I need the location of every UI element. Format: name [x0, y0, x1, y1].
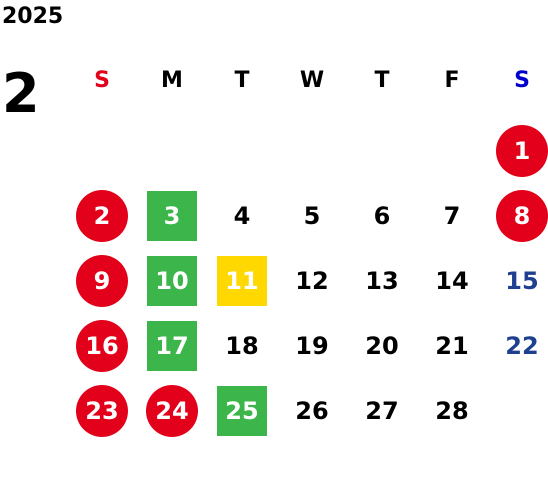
day-cell[interactable]: 17 [137, 313, 207, 378]
saturday-day-number: 22 [505, 331, 539, 360]
day-cell[interactable]: 10 [137, 248, 207, 313]
day-cell[interactable]: 13 [347, 248, 417, 313]
day-cell[interactable]: 6 [347, 183, 417, 248]
holiday-day-number: 9 [76, 254, 128, 307]
highlighted-day-number: 25 [217, 385, 267, 436]
day-cell[interactable]: 19 [277, 313, 347, 378]
day-cell[interactable]: 27 [347, 378, 417, 443]
highlighted-day-number: 10 [147, 255, 197, 306]
day-number: 6 [373, 201, 391, 230]
calendar-month: 2 [2, 62, 40, 125]
day-number: 28 [435, 396, 469, 425]
holiday-day-number: 1 [496, 124, 548, 177]
day-cell[interactable]: 20 [347, 313, 417, 378]
day-number: 5 [303, 201, 321, 230]
day-cell[interactable]: 16 [67, 313, 137, 378]
saturday-day-number: 15 [505, 266, 539, 295]
day-number: 26 [295, 396, 329, 425]
holiday-day-number: 16 [76, 319, 128, 372]
weekday-header: F [444, 67, 460, 93]
day-number: 21 [435, 331, 469, 360]
day-number: 27 [365, 396, 399, 425]
day-number: 4 [233, 201, 251, 230]
highlighted-day-number: 17 [147, 320, 197, 371]
day-cell[interactable]: 5 [277, 183, 347, 248]
day-cell[interactable]: 25 [207, 378, 277, 443]
weekday-header: M [161, 67, 183, 93]
weekday-header: T [374, 67, 390, 93]
day-cell[interactable]: 28 [417, 378, 487, 443]
day-cell[interactable]: 8 [487, 183, 548, 248]
weekday-header: T [234, 67, 250, 93]
highlighted-day-number: 11 [217, 255, 267, 306]
weekday-header: W [299, 67, 325, 93]
day-cell[interactable]: 15 [487, 248, 548, 313]
calendar-year: 2025 [2, 4, 64, 29]
day-number: 7 [443, 201, 461, 230]
day-cell[interactable]: 1 [487, 118, 548, 183]
day-number: 12 [295, 266, 329, 295]
day-number: 19 [295, 331, 329, 360]
day-number: 14 [435, 266, 469, 295]
holiday-day-number: 2 [76, 189, 128, 242]
day-cell[interactable]: 2 [67, 183, 137, 248]
day-cell[interactable]: 23 [67, 378, 137, 443]
day-number: 13 [365, 266, 399, 295]
holiday-day-number: 8 [496, 189, 548, 242]
day-cell[interactable]: 4 [207, 183, 277, 248]
holiday-day-number: 23 [76, 384, 128, 437]
day-cell[interactable]: 24 [137, 378, 207, 443]
weekday-header: S [514, 67, 530, 93]
day-cell[interactable]: 21 [417, 313, 487, 378]
day-cell[interactable]: 14 [417, 248, 487, 313]
day-cell[interactable]: 9 [67, 248, 137, 313]
day-cell[interactable]: 18 [207, 313, 277, 378]
day-number: 20 [365, 331, 399, 360]
day-cell[interactable]: 26 [277, 378, 347, 443]
weekday-header: S [94, 67, 110, 93]
day-cell[interactable]: 22 [487, 313, 548, 378]
day-cell[interactable]: 7 [417, 183, 487, 248]
day-number: 18 [225, 331, 259, 360]
day-cell[interactable]: 12 [277, 248, 347, 313]
highlighted-day-number: 3 [147, 190, 197, 241]
day-cell[interactable]: 11 [207, 248, 277, 313]
day-cell[interactable]: 3 [137, 183, 207, 248]
holiday-day-number: 24 [146, 384, 198, 437]
